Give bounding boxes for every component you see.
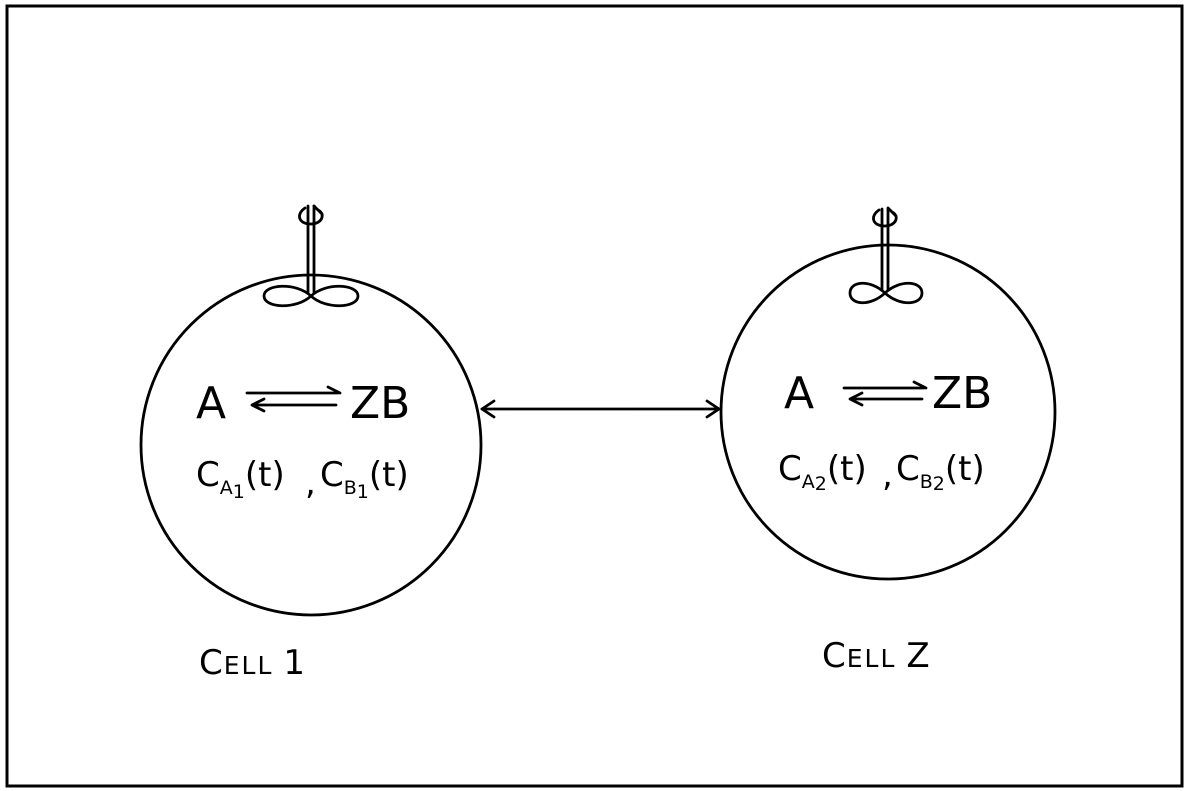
cell-1-concentrations: CA1(t) , CB1(t) [196,455,409,503]
cell-2-conc-b: CB2(t) [896,449,985,495]
cell-2-separator: , [882,455,893,495]
equilibrium-arrow-icon [842,380,928,407]
exchange-connector-icon [480,399,721,419]
cell-1-separator: , [305,463,316,503]
cell-1-conc-b: CB1(t) [320,455,409,503]
cell-1-species-b: ZB [350,378,410,429]
cell-1-reaction: A ZB [196,378,410,429]
cell-1-vessel [139,273,483,617]
cell-2-reaction: A ZB [784,368,992,419]
cell-2-stirrer-icon [848,206,924,305]
cell-1-conc-a: CA1(t) [196,455,285,503]
cell-2-species-a: A [784,368,814,419]
cell-2-concentrations: CA2(t) , CB2(t) [778,449,985,495]
equilibrium-arrow-icon [245,385,342,413]
cell-1-species-a: A [196,378,226,429]
cell-2-species-b: ZB [932,368,992,419]
cell-2-conc-a: CA2(t) [778,449,867,495]
cell-1-stirrer-icon [262,204,360,308]
diagram-frame [5,4,1184,788]
